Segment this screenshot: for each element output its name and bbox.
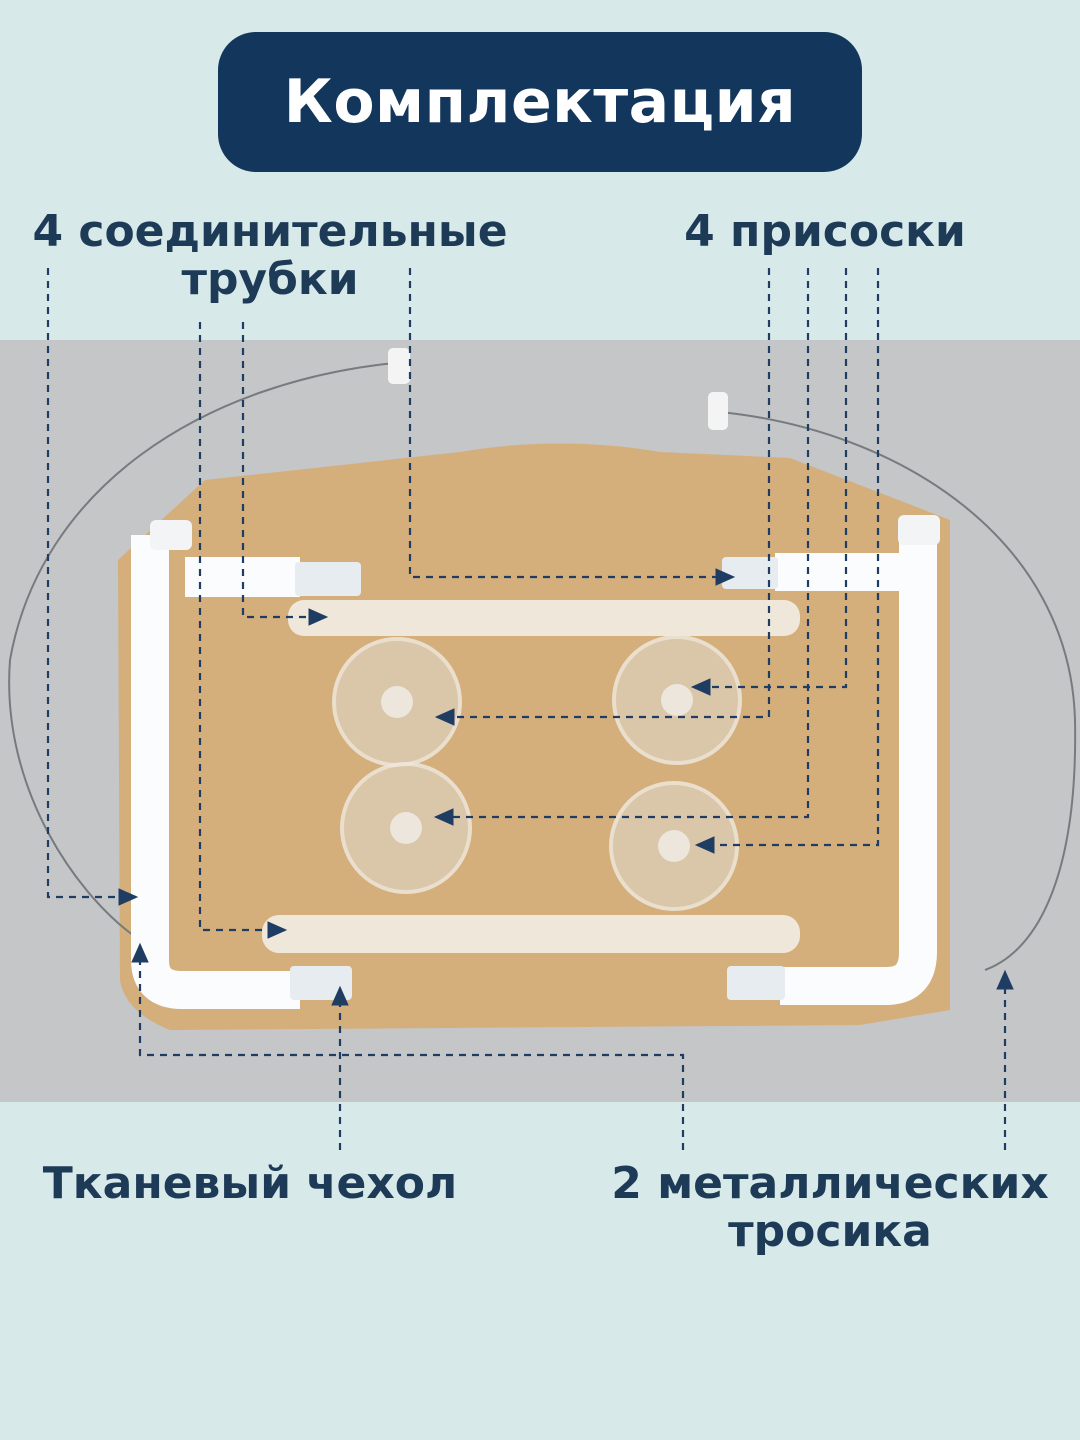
connector-plug-3: [722, 557, 778, 589]
suction-cup-2-knob: [661, 684, 693, 716]
connector-tube-top: [288, 600, 800, 636]
label-metal-cables: 2 металлических тросика: [611, 1158, 1049, 1257]
frame-right: [780, 530, 937, 1005]
connector-tube-bottom: [262, 915, 800, 953]
connector-plug-1: [295, 562, 361, 596]
page-title: Комплектация: [283, 67, 797, 137]
suction-cup-3-knob: [390, 812, 422, 844]
cable-clip-left: [388, 348, 410, 384]
suction-cup-4-knob: [658, 830, 690, 862]
title-banner: Комплектация: [218, 32, 862, 172]
label-connecting-tubes: 4 соединительные трубки: [32, 206, 508, 305]
connector-plug-4: [727, 966, 785, 1000]
frame-left-cap: [150, 520, 192, 550]
connector-plug-2: [290, 966, 352, 1000]
product-photo: [0, 340, 1080, 1102]
suction-cup-1-knob: [381, 686, 413, 718]
cable-clip-right: [708, 392, 728, 430]
label-suction-cups: 4 присоски: [684, 206, 966, 257]
label-fabric-cover: Тканевый чехол: [42, 1158, 458, 1209]
frame-right-cap: [898, 515, 940, 545]
